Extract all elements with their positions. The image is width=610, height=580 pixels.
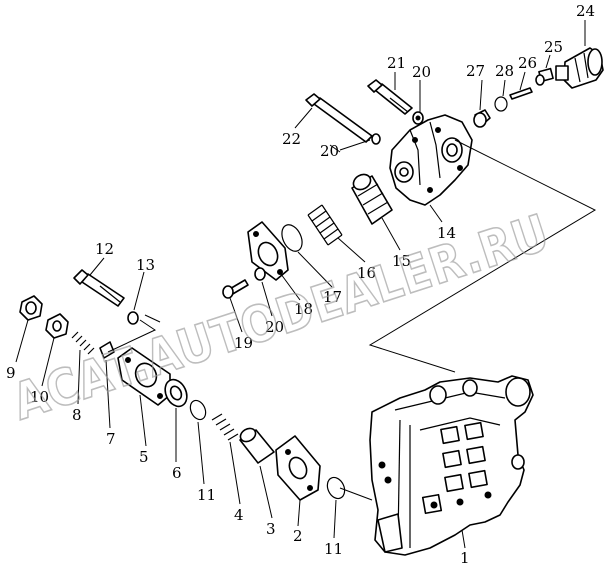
callout-2: 2 — [293, 527, 303, 545]
callout-13: 13 — [136, 256, 155, 274]
bolt-22 — [305, 93, 373, 143]
oring-28 — [494, 96, 508, 112]
callout-12: 12 — [95, 240, 114, 258]
callout-25: 25 — [544, 38, 563, 56]
callout-26: 26 — [518, 54, 537, 72]
cover-18 — [247, 221, 289, 281]
upper-valve-block — [389, 114, 473, 206]
leader-lines — [15, 20, 597, 549]
callout-27: 27 — [466, 62, 485, 80]
fitting-25 — [535, 67, 554, 86]
spring-16 — [307, 204, 343, 246]
bolt-21 — [367, 79, 413, 115]
callout-7: 7 — [106, 430, 116, 448]
spool-3 — [239, 427, 275, 464]
callout-21: 21 — [387, 54, 406, 72]
spring-4 — [211, 413, 239, 441]
callout-10: 10 — [30, 388, 49, 406]
pin-26 — [509, 87, 533, 100]
washer-20a — [412, 111, 424, 125]
callout-20-lower: 20 — [265, 318, 284, 336]
nut-10 — [45, 313, 69, 339]
spring-8 — [71, 331, 95, 355]
callout-14: 14 — [437, 224, 456, 242]
callout-16: 16 — [357, 264, 376, 282]
callout-4: 4 — [234, 506, 244, 524]
disc-6 — [164, 378, 188, 408]
callout-24: 24 — [576, 2, 595, 20]
plug-27 — [473, 109, 491, 128]
callout-18: 18 — [294, 300, 313, 318]
callout-1: 1 — [460, 549, 470, 567]
callout-labels: 1 2 3 4 5 6 7 8 9 10 11 11 12 13 14 15 1… — [6, 2, 595, 567]
callout-19: 19 — [234, 334, 253, 352]
callout-20-mid: 20 — [320, 142, 339, 160]
piston-15 — [351, 173, 393, 225]
callout-17: 17 — [323, 288, 342, 306]
callout-9: 9 — [6, 364, 16, 382]
callout-3: 3 — [266, 520, 276, 538]
callout-28: 28 — [495, 62, 514, 80]
part-7 — [99, 341, 115, 359]
washer-20b — [371, 133, 381, 145]
nut-9 — [19, 295, 43, 321]
valve-body — [369, 375, 534, 556]
oring-11b — [326, 476, 346, 500]
solenoid — [555, 47, 604, 89]
callout-22: 22 — [282, 130, 301, 148]
callout-6: 6 — [172, 464, 182, 482]
callout-8: 8 — [72, 406, 82, 424]
callout-11-right: 11 — [324, 540, 343, 558]
oring-17 — [281, 224, 303, 252]
callout-20-top: 20 — [412, 63, 431, 81]
bolt-19 — [222, 279, 249, 299]
callout-5: 5 — [139, 448, 149, 466]
washer-13 — [127, 311, 139, 325]
oring-11a — [189, 399, 207, 421]
callout-15: 15 — [392, 252, 411, 270]
washer-20c — [254, 267, 266, 281]
callout-11-left: 11 — [197, 486, 216, 504]
bolt-12 — [73, 269, 125, 307]
flange-2 — [275, 435, 321, 501]
